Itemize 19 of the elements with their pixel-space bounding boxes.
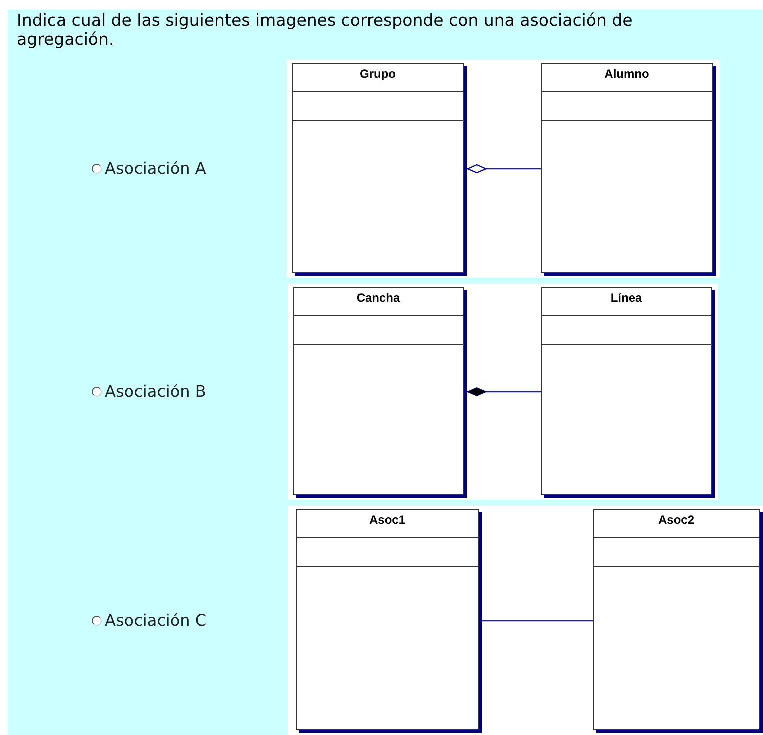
class-box	[541, 287, 712, 495]
association-line	[482, 620, 593, 622]
class-name: Cancha	[356, 290, 400, 307]
class-name: Alumno	[604, 66, 650, 83]
option-label: Asociación C	[105, 611, 207, 631]
class-name: Asoc1	[369, 512, 406, 529]
option-label: Asociación B	[105, 382, 206, 402]
class-box	[292, 63, 464, 273]
aggregation-line	[467, 388, 541, 396]
class-box	[593, 509, 760, 730]
class-box	[293, 287, 464, 495]
class-box	[296, 509, 479, 730]
class-name: Grupo	[360, 66, 396, 83]
class-name: Asoc2	[658, 512, 695, 529]
question-title: Indica cual de las siguientes imagenes corresponde con una asociación de agregación.	[17, 11, 634, 49]
aggregation-line	[467, 164, 541, 174]
class-box	[541, 63, 713, 273]
option-label: Asociación A	[105, 159, 206, 179]
class-name: Línea	[610, 290, 642, 307]
